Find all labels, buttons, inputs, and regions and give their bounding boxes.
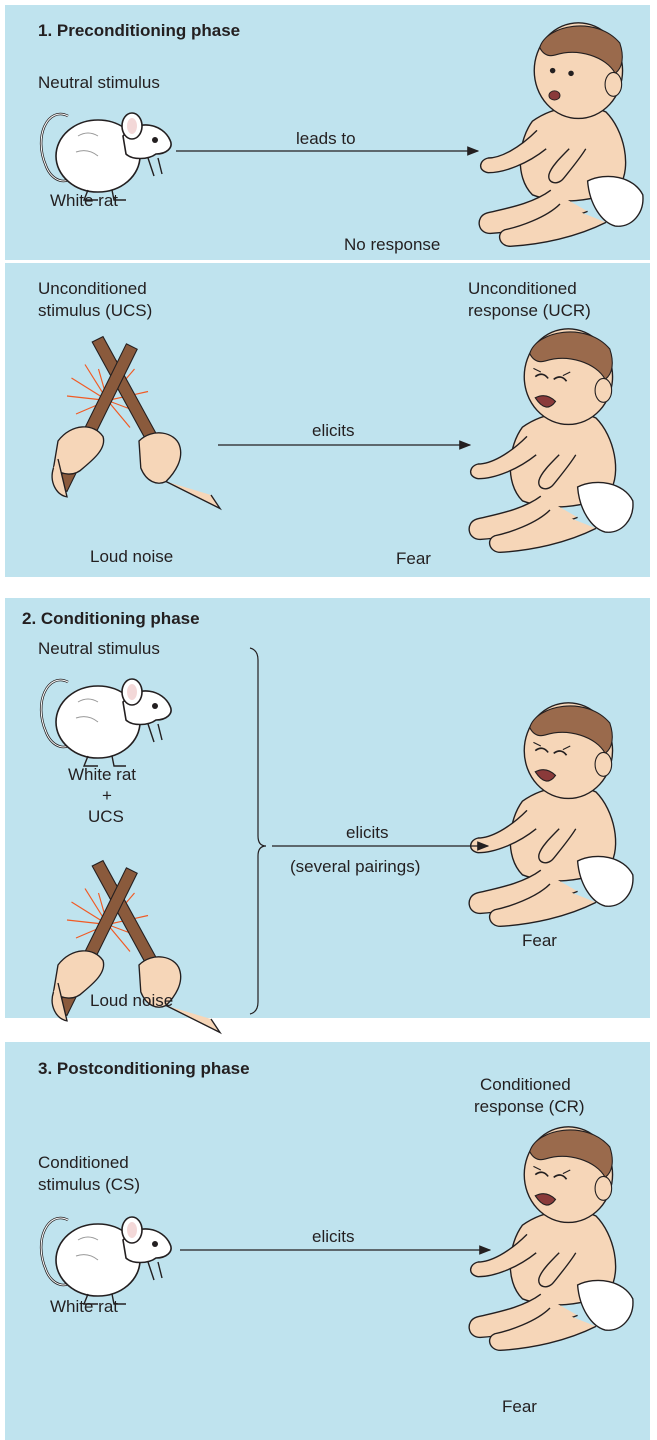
pairing-brace — [250, 648, 266, 1014]
